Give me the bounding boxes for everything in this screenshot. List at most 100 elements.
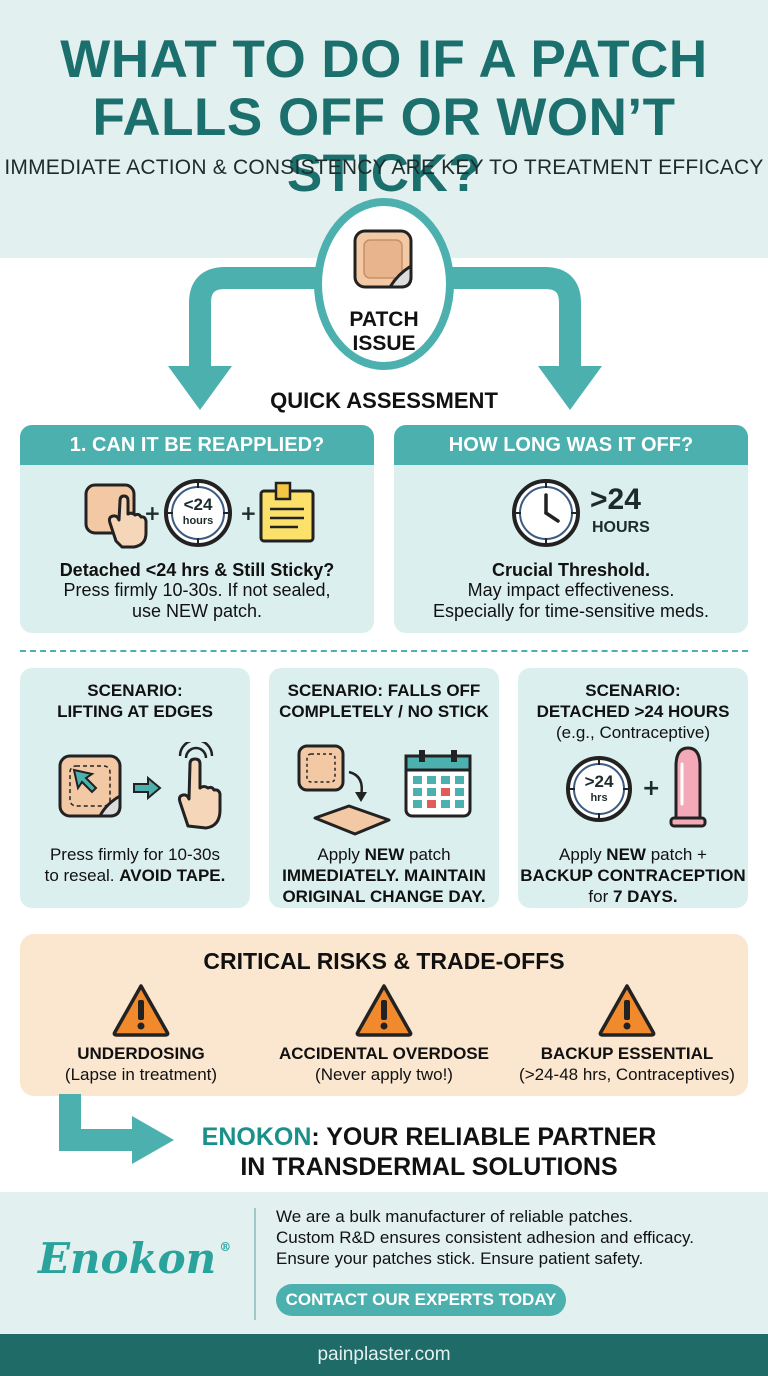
scenario-3-body-line3-plain: for xyxy=(588,887,613,906)
finger-tap-icon xyxy=(177,742,222,830)
header-banner: WHAT TO DO IF A PATCH FALLS OFF OR WON’T… xyxy=(0,0,768,258)
scenario-1-heading-line2: LIFTING AT EDGES xyxy=(57,702,213,721)
finger-press-icon xyxy=(84,483,148,549)
enokon-logo: Enokon® xyxy=(38,1234,232,1283)
flow-arrows xyxy=(168,267,602,410)
risk-title: UNDERDOSING xyxy=(77,1044,205,1063)
page-title-line2: FALLS OFF OR WON’T STICK? xyxy=(92,88,676,203)
footer-line3: Ensure your patches stick. Ensure patien… xyxy=(276,1249,644,1268)
scenario-3-heading-line3: (e.g., Contraceptive) xyxy=(555,723,710,742)
threshold-value: >24 xyxy=(590,483,641,516)
duration-card-text-line2: Especially for time-sensitive meds. xyxy=(432,601,710,621)
scenario-2-body-line1: Apply NEW patch xyxy=(269,844,499,865)
clock-under-24-unit: hours xyxy=(182,515,214,527)
scenario-3-body-line2-bold: BACKUP CONTRACEPTION xyxy=(520,866,746,885)
risk-subtitle: (>24-48 hrs, Contraceptives) xyxy=(519,1065,735,1084)
condom-icon xyxy=(669,746,707,828)
plus-sign-3: + xyxy=(642,776,661,801)
scenario-2-body-line1-bold: NEW xyxy=(364,845,405,864)
patch-issue-circle xyxy=(314,198,454,370)
scenario-card-falls-off: SCENARIO: FALLS OFF COMPLETELY / NO STIC… xyxy=(269,668,499,908)
partner-line1: ENOKON: YOUR RELIABLE PARTNER xyxy=(150,1122,708,1152)
scenario-card-lifting: SCENARIO: LIFTING AT EDGES Press firmly … xyxy=(20,668,250,908)
page-title-line1: WHAT TO DO IF A PATCH xyxy=(60,30,708,89)
reapply-card-title: Detached <24 hrs & Still Sticky? xyxy=(59,560,335,580)
clock-over-24-icon xyxy=(566,756,632,822)
scenario-2-body-line3-bold: ORIGINAL CHANGE DAY. xyxy=(282,887,486,906)
website-link[interactable]: painplaster.com xyxy=(317,1344,451,1365)
warning-icon xyxy=(112,984,170,1037)
scenario-1-body-line1: Press firmly for 10-30s xyxy=(49,845,221,864)
reapply-card-header: 1. CAN IT BE REAPPLIED? xyxy=(20,425,374,465)
plus-sign-1: + xyxy=(144,501,161,525)
threshold-unit: HOURS xyxy=(592,519,650,536)
warning-icon xyxy=(355,984,413,1037)
falling-patch-icon xyxy=(297,744,391,836)
scenario-2-body-line1-tail: patch xyxy=(404,845,451,864)
footer-line1: We are a bulk manufacturer of reliable p… xyxy=(276,1207,633,1226)
partner-line1-tail: : YOUR RELIABLE PARTNER xyxy=(311,1123,657,1151)
footer-line2: Custom R&D ensures consistent adhesion a… xyxy=(276,1228,694,1247)
clock-icon xyxy=(512,479,580,547)
clock-over-24-value: >24 xyxy=(584,772,614,791)
website-bar: painplaster.com xyxy=(0,1334,768,1376)
plus-sign-2: + xyxy=(240,501,257,525)
risks-panel: CRITICAL RISKS & TRADE-OFFS UNDERDOSING … xyxy=(20,934,748,1096)
scenario-3-heading-line2: DETACHED >24 HOURS xyxy=(536,702,730,721)
clock-under-24-icon xyxy=(164,479,232,547)
footer-divider xyxy=(254,1208,256,1320)
logo-text: Enokon xyxy=(38,1234,217,1283)
scenario-3-heading: SCENARIO: DETACHED >24 HOURS (e.g., Cont… xyxy=(518,680,748,743)
scenario-2-body-line3: ORIGINAL CHANGE DAY. xyxy=(269,886,499,907)
partner-statement: ENOKON: YOUR RELIABLE PARTNER IN TRANSDE… xyxy=(150,1122,708,1182)
duration-card-title: Crucial Threshold. xyxy=(491,560,651,580)
patch-icon xyxy=(353,229,413,289)
scenario-2-body-line1-plain: Apply xyxy=(317,845,365,864)
footer-description: We are a bulk manufacturer of reliable p… xyxy=(276,1206,694,1269)
risk-subtitle: (Lapse in treatment) xyxy=(64,1065,218,1084)
page-subtitle: IMMEDIATE ACTION & CONSISTENCY ARE KEY T… xyxy=(4,156,764,179)
partner-arrow-icon xyxy=(59,1094,174,1164)
scenario-3-body-line3-bold: 7 DAYS. xyxy=(612,887,678,906)
scenario-2-body-line2-bold: IMMEDIATELY. MAINTAIN xyxy=(282,866,486,885)
scenario-3-body-line1-tail: patch + xyxy=(645,845,707,864)
scenario-1-body-line2-bold: AVOID TAPE. xyxy=(119,866,226,885)
section-divider xyxy=(20,650,748,652)
duration-card-header: HOW LONG WAS IT OFF? xyxy=(394,425,748,465)
scenario-2-heading-line1: SCENARIO: FALLS OFF xyxy=(287,681,481,700)
scenario-3-heading-line1: SCENARIO: xyxy=(585,681,681,700)
sticky-note-icon xyxy=(259,481,315,543)
contact-experts-button[interactable]: CONTACT OUR EXPERTS TODAY xyxy=(276,1284,566,1316)
clock-over-24-unit: hrs xyxy=(590,792,608,804)
quick-assessment-label: QUICK ASSESSMENT xyxy=(270,388,498,413)
warning-icon xyxy=(598,984,656,1037)
risk-item-overdose: ACCIDENTAL OVERDOSE (Never apply two!) xyxy=(263,982,505,1092)
scenario-2-heading: SCENARIO: FALLS OFF COMPLETELY / NO STIC… xyxy=(269,680,499,722)
scenario-3-body-line3: for 7 DAYS. xyxy=(518,886,748,907)
patch-issue-label-line1: PATCH xyxy=(349,308,419,331)
scenario-1-body-line2-plain: to reseal. xyxy=(44,866,120,885)
calendar-icon xyxy=(404,750,472,818)
duration-card: HOW LONG WAS IT OFF? >24 HOURS Crucial T… xyxy=(394,425,748,633)
scenario-2-heading-line2: COMPLETELY / NO STICK xyxy=(279,702,489,721)
scenario-3-body-line2: BACKUP CONTRACEPTION xyxy=(518,865,748,886)
risks-heading: CRITICAL RISKS & TRADE-OFFS xyxy=(203,948,565,974)
scenario-3-body-line1: Apply NEW patch + xyxy=(518,844,748,865)
scenario-3-body-line1-bold: NEW xyxy=(606,845,646,864)
right-arrow-icon xyxy=(133,776,162,800)
registered-mark: ® xyxy=(219,1240,232,1254)
partner-line2: IN TRANSDERMAL SOLUTIONS xyxy=(240,1153,618,1181)
clock-under-24-value: <24 xyxy=(183,495,213,514)
risk-item-backup: BACKUP ESSENTIAL (>24-48 hrs, Contracept… xyxy=(506,982,748,1092)
reapply-card: 1. CAN IT BE REAPPLIED? + <24 hours + De… xyxy=(20,425,374,633)
risk-subtitle: (Never apply two!) xyxy=(315,1065,453,1084)
risk-item-underdosing: UNDERDOSING (Lapse in treatment) xyxy=(20,982,262,1092)
scenario-card-detached: SCENARIO: DETACHED >24 HOURS (e.g., Cont… xyxy=(518,668,748,908)
scenario-1-heading: SCENARIO: LIFTING AT EDGES xyxy=(20,680,250,722)
scenario-3-body-line1-plain: Apply xyxy=(559,845,607,864)
partner-brand: ENOKON xyxy=(201,1123,312,1151)
scenario-2-body-line2: IMMEDIATELY. MAINTAIN xyxy=(269,865,499,886)
risk-title: ACCIDENTAL OVERDOSE xyxy=(278,1044,489,1063)
scenario-1-body-line2: to reseal. AVOID TAPE. xyxy=(20,865,250,886)
reapply-card-text-line2: use NEW patch. xyxy=(131,601,263,621)
